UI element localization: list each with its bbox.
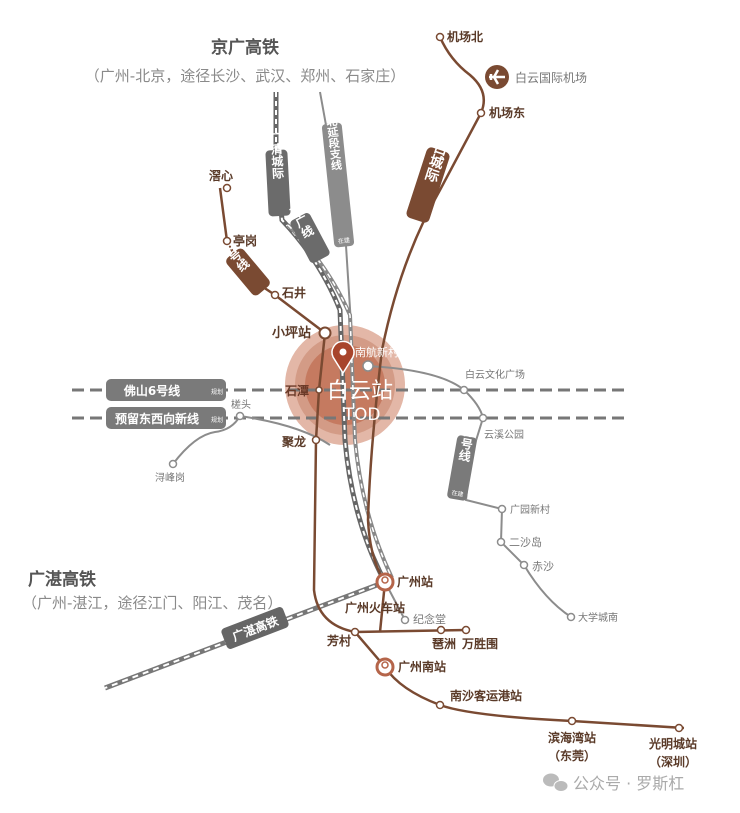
line12-label: 12号线 在建 — [447, 420, 477, 501]
jingguang-title: 京广高铁 — [211, 37, 279, 58]
station-guangzhou-train: 广州火车站 — [345, 600, 405, 615]
foshan6-label: 佛山6号线 规划 — [106, 379, 226, 401]
railway-station-icon — [375, 657, 395, 677]
station-binhaiwan-city: （东莞） — [548, 748, 596, 763]
station-shijing: 石井 — [281, 285, 306, 300]
line8 — [218, 187, 467, 634]
station-tinggang: 亭岗 — [233, 233, 257, 248]
svg-text:在建: 在建 — [337, 236, 350, 245]
svg-text:广清城际: 广清城际 — [268, 129, 285, 180]
station-ershadao: 二沙岛 — [509, 535, 542, 549]
svg-text:规划: 规划 — [211, 416, 223, 424]
center-station-name: 白云站 — [327, 379, 393, 404]
svg-text:在建: 在建 — [451, 489, 464, 499]
guangzhan-subtitle: （广州-湛江，途径江门、阳江、茂名） — [22, 594, 282, 612]
station-xunfenggang: 浔峰岗 — [155, 471, 185, 484]
station-xiaoping: 小坪站 — [272, 325, 311, 341]
station-julong: 聚龙 — [281, 434, 306, 449]
station-nanhang: 南航新村站 — [355, 345, 410, 359]
station-jiaoxin: 滘心 — [209, 169, 233, 183]
station-loutou: 槎头 — [231, 398, 251, 411]
location-pin-icon — [331, 340, 355, 375]
center-tod-label: TOD — [343, 405, 381, 425]
svg-text:规划: 规划 — [211, 388, 223, 396]
station-guangming: 光明城站 — [648, 736, 697, 751]
station-shitan: 石潭 — [284, 383, 309, 398]
wechat-icon — [543, 773, 569, 792]
reserved-line-label: 预留东西向新线 规划 — [106, 407, 226, 429]
station-chisha: 赤沙 — [532, 560, 554, 573]
station-guangzhou-south: 广州南站 — [398, 659, 446, 674]
fangbai-line — [366, 36, 485, 633]
svg-text:佛山6号线: 佛山6号线 — [123, 383, 180, 398]
station-pazhou: 琶洲 — [432, 637, 456, 651]
guangzhan-label: 广湛高铁 — [221, 607, 289, 649]
south-line — [354, 631, 685, 730]
station-airport: 白云国际机场 — [515, 70, 587, 85]
station-guangming-city: （深圳） — [649, 754, 697, 769]
station-nansha: 南沙客运港站 — [450, 688, 522, 703]
line8-north-label: 8号线北延段支线 在建 — [321, 85, 355, 248]
gray-station-markers — [168, 360, 576, 625]
svg-text:预留东西向新线: 预留东西向新线 — [115, 411, 199, 426]
guangqing-label: 广清城际 — [265, 129, 291, 217]
station-yunxi: 云溪公园 — [484, 429, 524, 441]
railway-station-icon — [375, 572, 395, 592]
jingguang-subtitle: （广州-北京，途径长沙、武汉、郑州、石家庄） — [85, 67, 405, 85]
station-jichangbei: 机场北 — [447, 29, 483, 44]
station-binhaiwan: 滨海湾站 — [548, 730, 596, 745]
station-daxuecheng: 大学城南 — [578, 611, 618, 624]
line12 — [367, 365, 572, 618]
station-fangcun: 芳村 — [327, 633, 351, 648]
station-jichangdong: 机场东 — [489, 105, 525, 120]
brown-station-markers — [222, 32, 684, 733]
airplane-icon — [485, 65, 509, 89]
fangbai-label: 芳白城际 — [406, 125, 454, 223]
loutou-line — [172, 414, 331, 465]
station-baiyun-culture: 白云文化广场 — [465, 368, 525, 381]
station-wanshengwei: 万胜围 — [461, 636, 498, 651]
guangzhan-title: 广湛高铁 — [28, 569, 96, 590]
watermark-text: 公众号 · 罗斯杠 — [573, 774, 684, 793]
station-guangzhou: 广州站 — [397, 574, 433, 589]
station-jiniantang: 纪念堂 — [413, 612, 446, 626]
station-guangyuan: 广园新村 — [510, 503, 550, 516]
